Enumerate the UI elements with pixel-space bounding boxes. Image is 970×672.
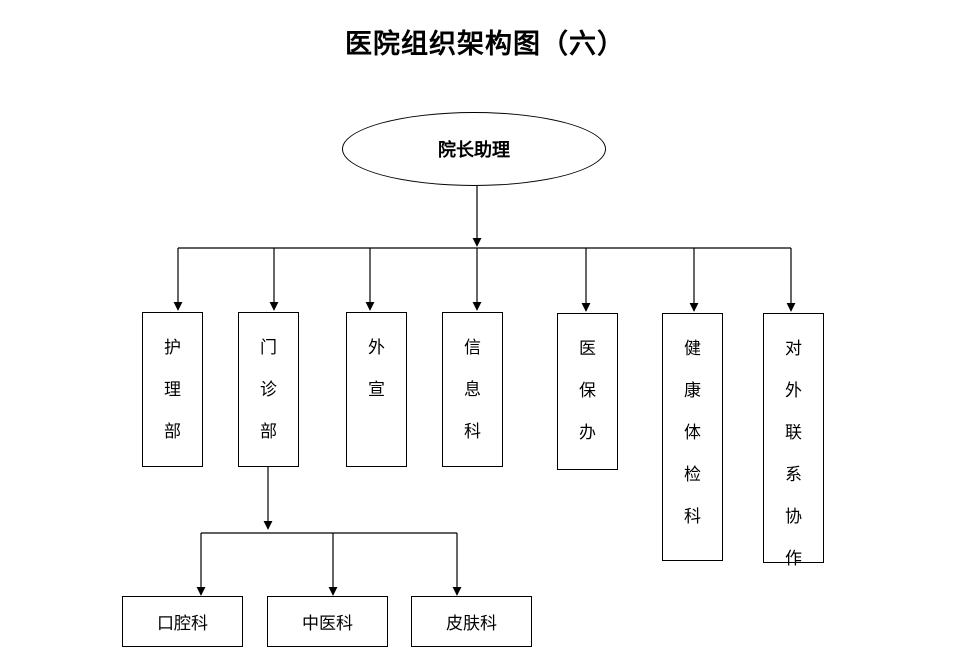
clinic-label: 中医科 [302, 614, 353, 634]
dept-char: 门 [260, 338, 277, 358]
dept-char: 部 [164, 422, 181, 442]
dept-char: 作 [785, 549, 802, 569]
dept-char: 对 [785, 339, 802, 359]
dept-char: 外 [368, 338, 385, 358]
dept-char: 科 [684, 507, 701, 527]
clinic-label: 皮肤科 [446, 614, 497, 634]
dept-box-nursing: 护 理 部 [142, 312, 203, 467]
dept-char: 诊 [260, 380, 277, 400]
dept-char: 协 [785, 507, 802, 527]
dept-char: 信 [464, 338, 481, 358]
clinic-label: 口腔科 [157, 614, 208, 634]
dept-box-outpatient: 门 诊 部 [238, 312, 299, 467]
dept-char: 护 [164, 338, 181, 358]
dept-char: 外 [785, 381, 802, 401]
clinic-box-tcm: 中医科 [267, 596, 388, 647]
dept-char: 康 [684, 381, 701, 401]
chart-title: 医院组织架构图（六） [345, 29, 625, 60]
dept-char: 医 [579, 339, 596, 359]
clinic-box-dermatology: 皮肤科 [411, 596, 532, 647]
dept-box-external-liaison: 对 外 联 系 协 作 [763, 313, 824, 569]
dept-char: 健 [684, 339, 701, 359]
dept-char: 保 [579, 381, 596, 401]
dept-char: 体 [684, 423, 701, 443]
dept-box-health-checkup: 健 康 体 检 科 [662, 313, 723, 561]
dept-char: 息 [464, 380, 481, 400]
dept-char: 部 [260, 422, 277, 442]
dept-char: 检 [684, 465, 701, 485]
dept-char: 宣 [368, 380, 385, 400]
dept-char: 联 [785, 423, 802, 443]
dept-box-publicity: 外 宣 [346, 312, 407, 467]
dept-char: 理 [164, 380, 181, 400]
dept-box-information: 信 息 科 [442, 312, 503, 467]
root-node-assistant-director: 院长助理 [342, 112, 606, 186]
root-label: 院长助理 [438, 140, 510, 161]
clinic-box-dental: 口腔科 [122, 596, 243, 647]
dept-char: 办 [579, 423, 596, 443]
dept-char: 科 [464, 422, 481, 442]
dept-char: 系 [785, 465, 802, 485]
dept-box-medical-insurance: 医 保 办 [557, 313, 618, 470]
